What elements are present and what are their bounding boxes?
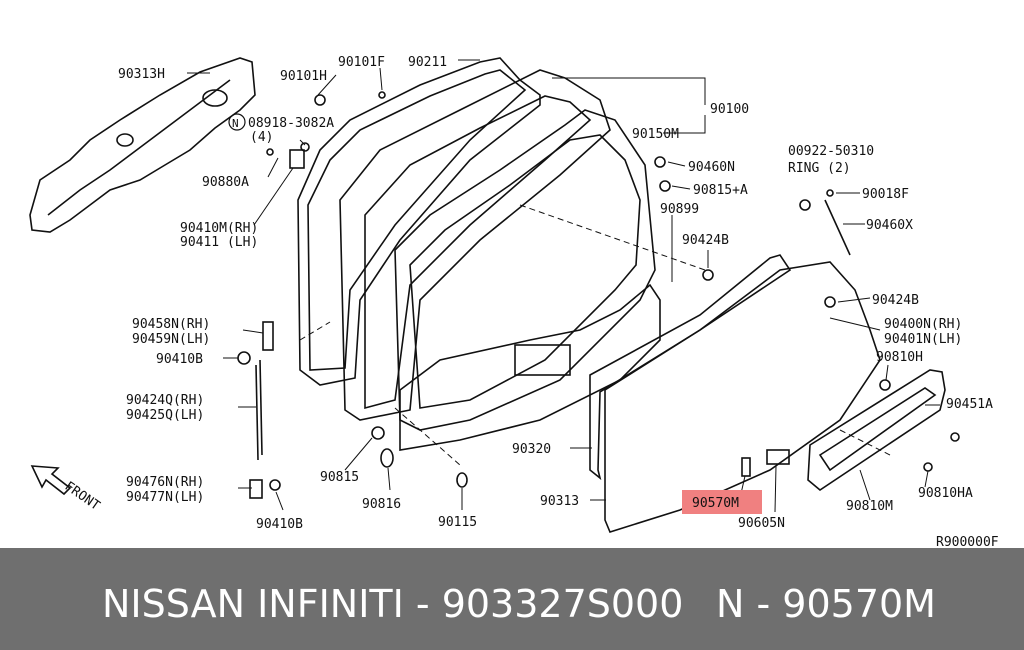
back-door-inner-90150m xyxy=(339,69,611,421)
diagram-ref-code: R900000F xyxy=(936,535,999,548)
back-door-panel-90100 xyxy=(297,57,541,386)
callout-90410b-upper[interactable]: 90410B xyxy=(156,352,203,367)
callout-90401n[interactable]: 90401N(LH) xyxy=(884,332,962,347)
callout-90211[interactable]: 90211 xyxy=(408,55,447,70)
callout-90460n[interactable]: 90460N xyxy=(688,160,735,175)
parts-diagram: FRONT 90313H 90101H 90101F 90211 90100 N… xyxy=(29,55,999,548)
highlighted-part-text: N - 90570M xyxy=(716,582,936,626)
leader-lines xyxy=(187,59,940,513)
window-glass-90570m[interactable] xyxy=(604,261,881,533)
part-number-footer: NISSAN INFINITI - 903327S000 N - 90570M xyxy=(0,548,1024,650)
callout-90411[interactable]: 90411 (LH) xyxy=(180,235,258,250)
callout-90101f[interactable]: 90101F xyxy=(338,55,385,70)
callout-00922-50310[interactable]: 00922-50310 xyxy=(788,144,874,159)
callout-90410b-lower[interactable]: 90410B xyxy=(256,517,303,532)
highlight-90570m xyxy=(682,490,762,514)
callout-90018f[interactable]: 90018F xyxy=(862,187,909,202)
callout-90100[interactable]: 90100 xyxy=(710,102,749,117)
callout-90101h[interactable]: 90101H xyxy=(280,69,327,84)
callout-90476n[interactable]: 90476N(RH) xyxy=(126,475,204,490)
handle-recess xyxy=(514,344,571,376)
diagram-drawing xyxy=(29,57,960,533)
callout-90460x[interactable]: 90460X xyxy=(866,218,913,233)
circled-n-icon: N xyxy=(228,113,246,131)
callout-90459n[interactable]: 90459N(LH) xyxy=(132,332,210,347)
callout-08918-3082a[interactable]: 08918-3082A xyxy=(248,116,334,131)
part-number-text: NISSAN INFINITI - 903327S000 xyxy=(102,582,684,626)
callout-90424q[interactable]: 90424Q(RH) xyxy=(126,393,204,408)
license-lamp-assembly-90810m xyxy=(807,369,946,491)
callout-90313[interactable]: 90313 xyxy=(540,494,579,509)
callout-90816[interactable]: 90816 xyxy=(362,497,401,512)
trim-panel-90313h xyxy=(29,57,256,233)
callout-90899[interactable]: 90899 xyxy=(660,202,699,217)
callout-90424b-upper[interactable]: 90424B xyxy=(682,233,729,248)
svg-text:N: N xyxy=(232,117,239,130)
callout-90477n[interactable]: 90477N(LH) xyxy=(126,490,204,505)
callout-90570m[interactable]: 90570M xyxy=(692,496,739,511)
callout-90425q[interactable]: 90425Q(LH) xyxy=(126,408,204,423)
callout-90810m[interactable]: 90810M xyxy=(846,499,893,514)
callout-90320[interactable]: 90320 xyxy=(512,442,551,457)
callout-08918-qty: (4) xyxy=(250,130,273,145)
callout-90451a[interactable]: 90451A xyxy=(946,397,993,412)
callout-90815a[interactable]: 90815+A xyxy=(693,183,748,198)
callout-labels: 90313H 90101H 90101F 90211 90100 N 08918… xyxy=(118,55,999,548)
callout-90815[interactable]: 90815 xyxy=(320,470,359,485)
callout-90458n[interactable]: 90458N(RH) xyxy=(132,317,210,332)
callout-ring: RING (2) xyxy=(788,161,851,176)
callout-90410m[interactable]: 90410M(RH) xyxy=(180,221,258,236)
callout-90150m[interactable]: 90150M xyxy=(632,127,679,142)
callout-90313h[interactable]: 90313H xyxy=(118,67,165,82)
callout-90810h[interactable]: 90810H xyxy=(876,350,923,365)
front-arrow-icon xyxy=(30,465,72,496)
front-label: FRONT xyxy=(62,479,103,514)
dashed-guides xyxy=(299,204,891,466)
front-direction-arrow: FRONT xyxy=(30,465,103,514)
callout-90400n[interactable]: 90400N(RH) xyxy=(884,317,962,332)
callout-90880a[interactable]: 90880A xyxy=(202,175,249,190)
callout-90424b-lower[interactable]: 90424B xyxy=(872,293,919,308)
callout-90605n[interactable]: 90605N xyxy=(738,516,785,531)
callout-90115[interactable]: 90115 xyxy=(438,515,477,530)
callout-90810ha[interactable]: 90810HA xyxy=(918,486,973,501)
